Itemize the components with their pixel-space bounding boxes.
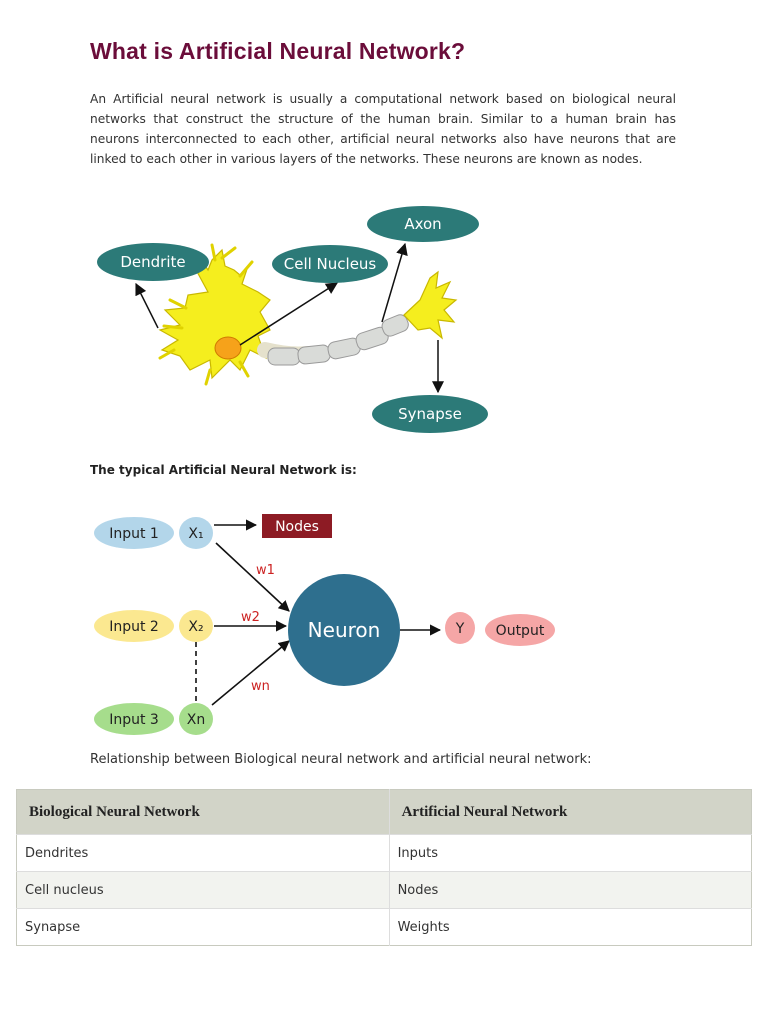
table-row: Dendrites Inputs	[16, 834, 752, 872]
axon-terminal	[403, 270, 458, 340]
axon-label: Axon	[404, 215, 441, 233]
table-cell: Nodes	[388, 871, 752, 909]
wn-label: wn	[251, 679, 270, 694]
input-1-label: Input 1	[109, 526, 159, 542]
table-row: Cell nucleus Nodes	[16, 871, 752, 909]
header-biological: Biological Neural Network	[16, 789, 390, 835]
artificial-neural-network-diagram: Input 1 X₁ Nodes w1 w2 wn Input 2 X₂ Inp…	[94, 514, 555, 735]
synapse-label: Synapse	[398, 405, 462, 423]
table-cell: Synapse	[16, 908, 390, 946]
dendrite-label: Dendrite	[120, 253, 185, 271]
axon-myelin	[257, 314, 409, 366]
typical-ann-heading: The typical Artificial Neural Network is…	[90, 463, 357, 477]
x2-label: X₂	[188, 619, 203, 635]
neuron-cell-body	[158, 243, 271, 386]
input-3-label: Input 3	[109, 712, 159, 728]
dendrite-bubble: Dendrite	[97, 243, 209, 281]
nucleus	[214, 336, 242, 360]
xn-label: Xn	[187, 712, 205, 728]
nodes-box: Nodes	[262, 514, 332, 538]
nodes-label: Nodes	[275, 519, 319, 535]
table-cell: Dendrites	[16, 834, 390, 872]
table-header-row: Biological Neural Network Artificial Neu…	[16, 789, 752, 835]
w2-label: w2	[241, 610, 260, 625]
cell-nucleus-label: Cell Nucleus	[284, 255, 377, 273]
table-cell: Cell nucleus	[16, 871, 390, 909]
x1-node: X₁	[179, 517, 213, 549]
input-2-node: Input 2	[94, 610, 174, 642]
x2-node: X₂	[179, 610, 213, 642]
synapse-bubble: Synapse	[372, 395, 488, 433]
relationship-caption: Relationship between Biological neural n…	[90, 752, 592, 767]
biological-neuron-diagram: Dendrite Cell Nucleus Axon Synapse	[97, 206, 488, 433]
table-cell: Inputs	[388, 834, 752, 872]
relationship-table: Biological Neural Network Artificial Neu…	[16, 789, 752, 946]
xn-node: Xn	[179, 703, 213, 735]
table-cell: Weights	[388, 908, 752, 946]
input-3-node: Input 3	[94, 703, 174, 735]
y-label: Y	[455, 621, 465, 637]
output-node: Output	[485, 614, 555, 646]
input-1-node: Input 1	[94, 517, 174, 549]
y-node: Y	[445, 612, 475, 644]
table-row: Synapse Weights	[16, 908, 752, 946]
axon-bubble: Axon	[367, 206, 479, 242]
w1-label: w1	[256, 563, 275, 578]
neuron-node: Neuron	[288, 574, 400, 686]
header-artificial: Artificial Neural Network	[388, 789, 752, 835]
output-label: Output	[496, 623, 545, 639]
page-title: What is Artificial Neural Network?	[90, 38, 466, 64]
intro-paragraph: An Artificial neural network is usually …	[90, 92, 676, 166]
neuron-label: Neuron	[308, 618, 381, 642]
input-2-label: Input 2	[109, 619, 159, 635]
x1-label: X₁	[188, 526, 203, 542]
cell-nucleus-bubble: Cell Nucleus	[272, 245, 388, 283]
